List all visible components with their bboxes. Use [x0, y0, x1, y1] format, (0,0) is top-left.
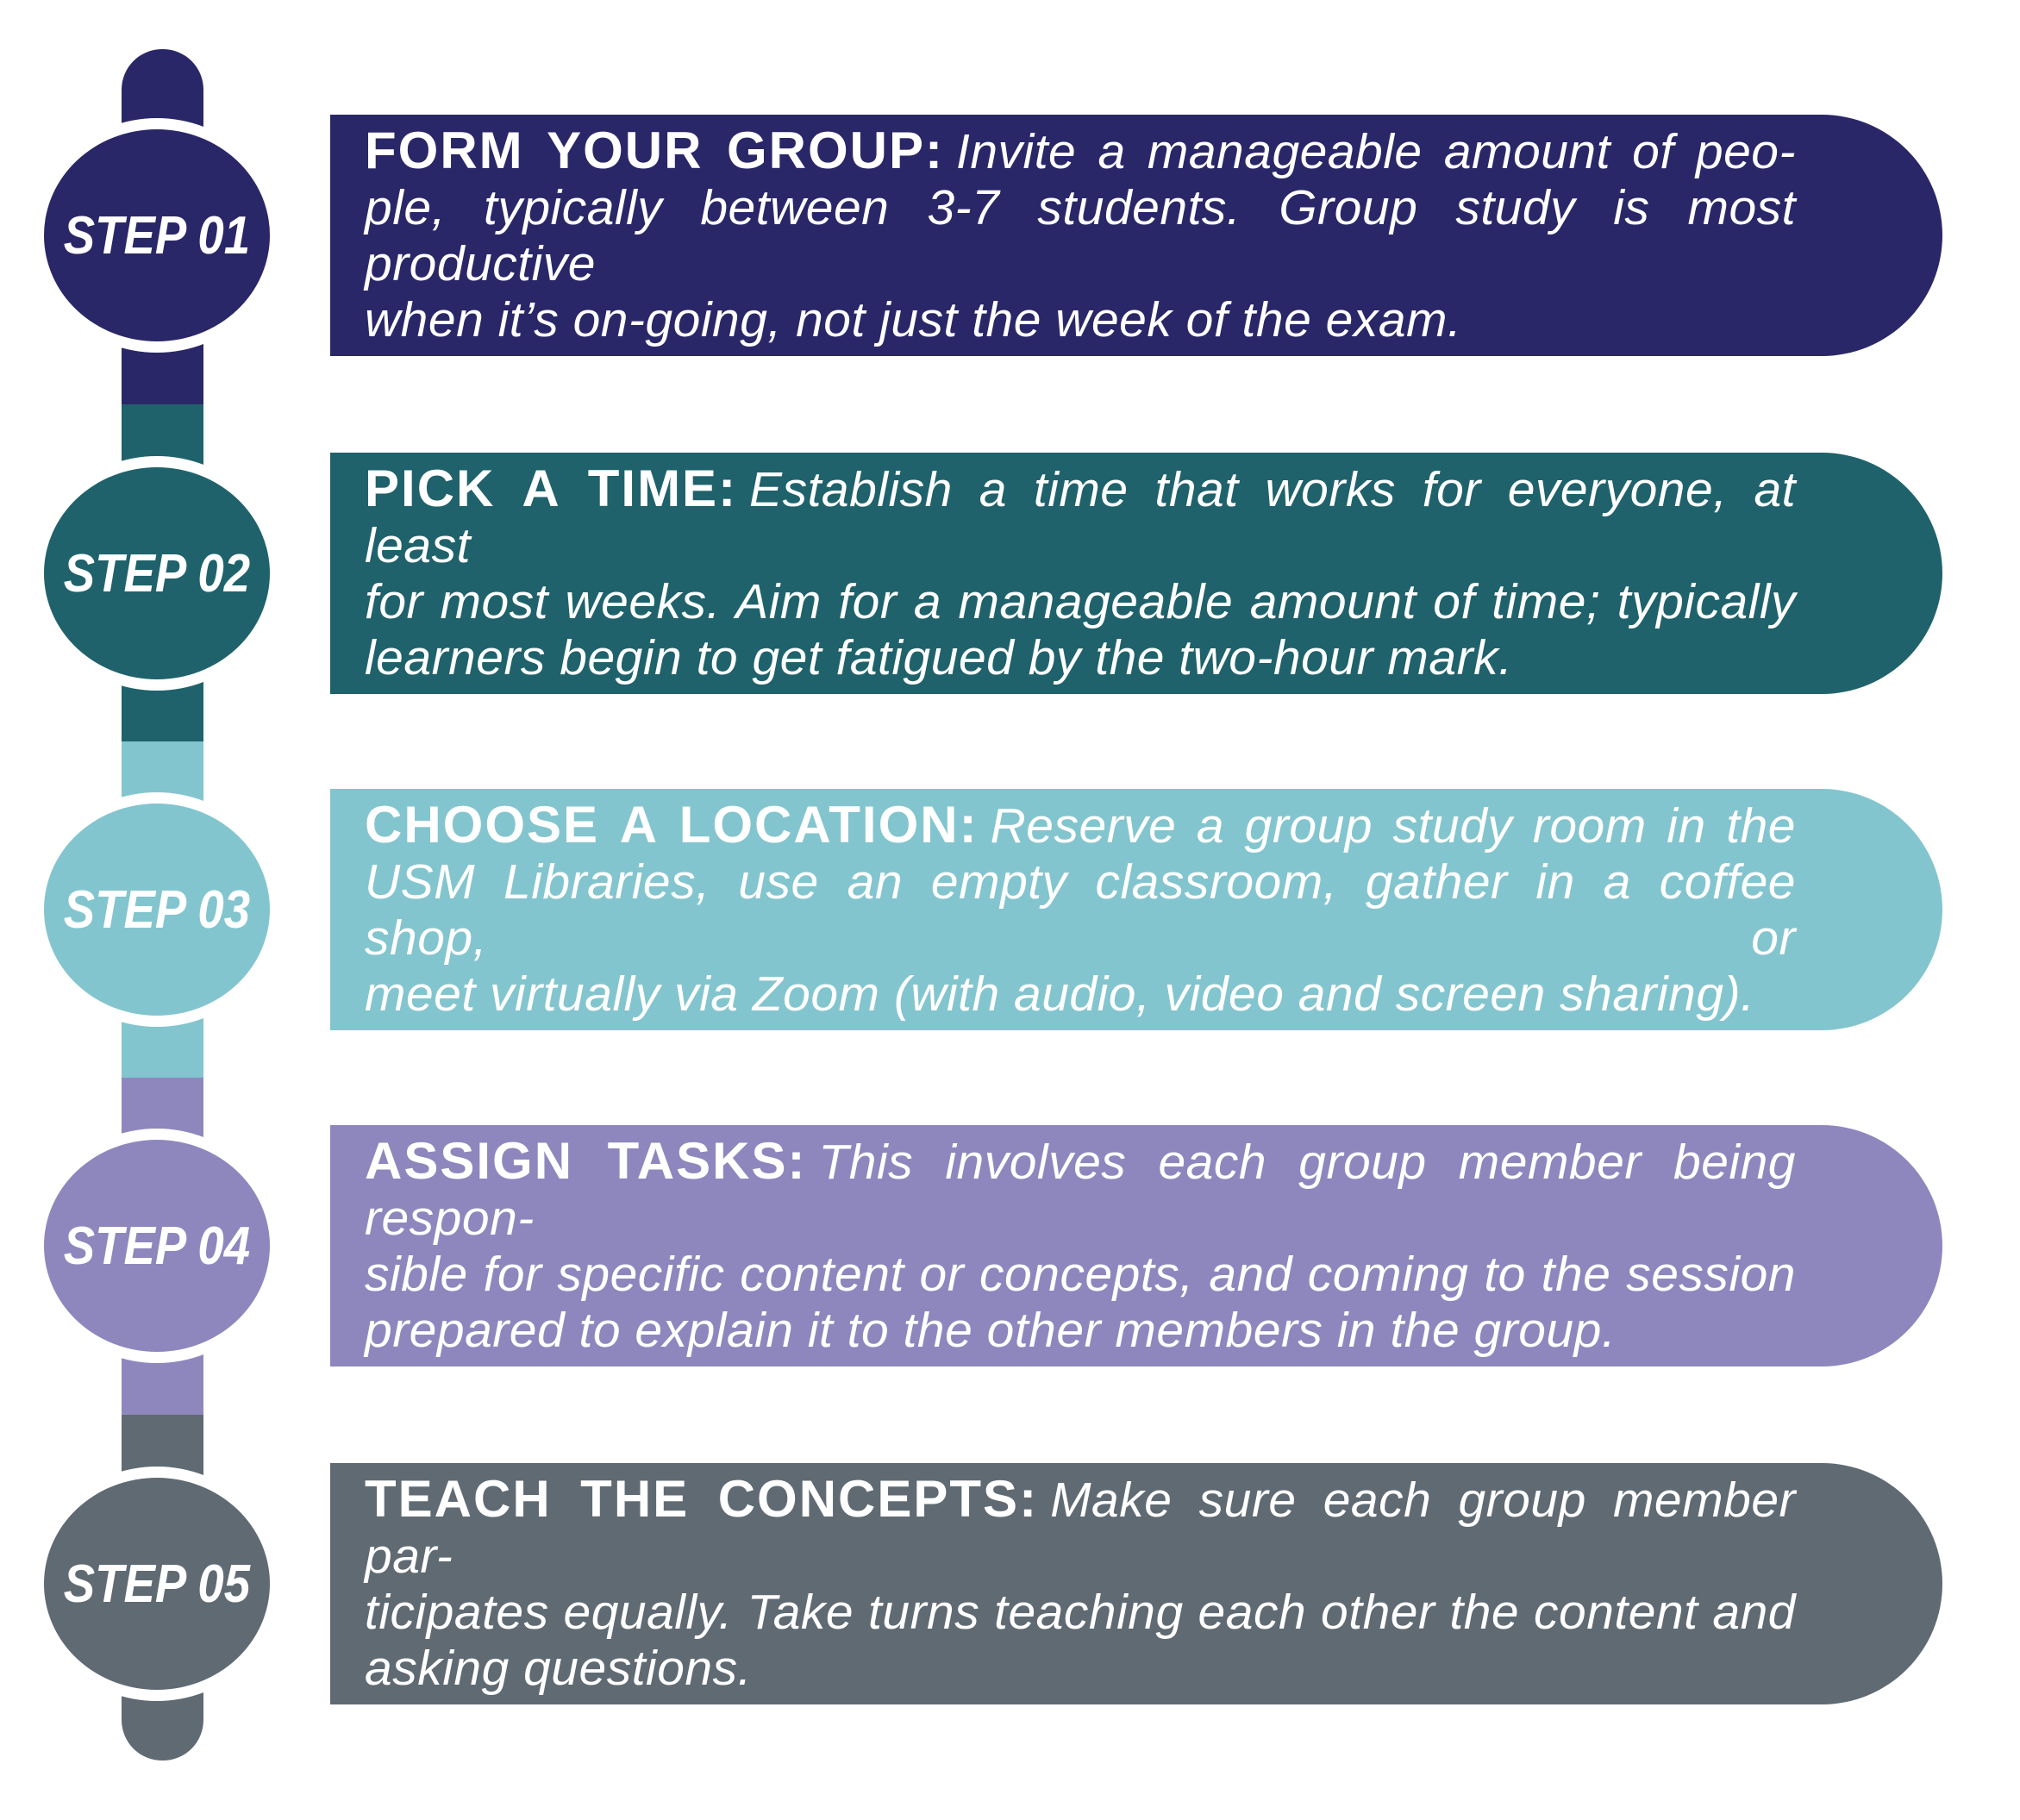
step-circle-label-03: STEP 03 [63, 879, 251, 940]
step-banner-04: ASSIGN TASKS:This involves each group me… [330, 1125, 1942, 1367]
step-04-text-line-2: sible for specific content or concepts, … [365, 1247, 1796, 1302]
step-03-text-line-2: USM Libraries, use an empty classroom, g… [365, 854, 1796, 966]
step-05-title: TEACH THE CONCEPTS: [365, 1470, 1039, 1528]
step-circle-01: STEP 01 [44, 129, 270, 341]
step-04-text-line-3: prepared to explain it to the other memb… [365, 1303, 1617, 1358]
step-banner-02: PICK A TIME:Establish a time that works … [330, 453, 1942, 694]
step-02-text-line-3: learners begin to get fatigued by the tw… [365, 630, 1513, 685]
step-05-text-line-3: asking questions. [365, 1641, 752, 1696]
step-03-title: CHOOSE A LOCATION: [365, 796, 979, 854]
step-01-title: FORM YOUR GROUP: [365, 122, 944, 179]
step-circle-label-02: STEP 02 [63, 543, 251, 604]
step-02-title: PICK A TIME: [365, 460, 738, 517]
step-banner-03: CHOOSE A LOCATION:Reserve a group study … [330, 789, 1942, 1030]
step-circle-04: STEP 04 [44, 1140, 270, 1352]
step-03-text-line-3: meet virtually via Zoom (with audio, vid… [365, 966, 1755, 1022]
step-circle-label-04: STEP 04 [63, 1216, 251, 1276]
step-05-text-line-2: ticipates equally. Take turns teaching e… [365, 1585, 1796, 1640]
step-01-text-line-1: FORM YOUR GROUP:Invite a manageable amou… [365, 122, 1796, 179]
step-02-text-line-1: PICK A TIME:Establish a time that works … [365, 460, 1796, 573]
step-banner-05: TEACH THE CONCEPTS:Make sure each group … [330, 1463, 1942, 1704]
step-04-text-line-1: ASSIGN TASKS:This involves each group me… [365, 1132, 1796, 1246]
step-03-text-line-1: CHOOSE A LOCATION:Reserve a group study … [365, 796, 1796, 854]
step-banner-01: FORM YOUR GROUP:Invite a manageable amou… [330, 115, 1942, 356]
step-02-text-line-2: for most weeks. Aim for a manageable amo… [365, 574, 1796, 629]
step-circle-03: STEP 03 [44, 804, 270, 1016]
step-01-text-line-2: ple, typically between 3-7 students. Gro… [365, 180, 1796, 291]
step-circle-02: STEP 02 [44, 467, 270, 679]
step-circle-05: STEP 05 [44, 1478, 270, 1690]
step-01-text-line-3: when it’s on-going, not just the week of… [365, 292, 1462, 347]
step-circle-label-05: STEP 05 [63, 1554, 251, 1614]
step-04-title: ASSIGN TASKS: [365, 1132, 807, 1190]
step-circle-label-01: STEP 01 [63, 205, 251, 266]
step-05-text-line-1: TEACH THE CONCEPTS:Make sure each group … [365, 1470, 1797, 1584]
